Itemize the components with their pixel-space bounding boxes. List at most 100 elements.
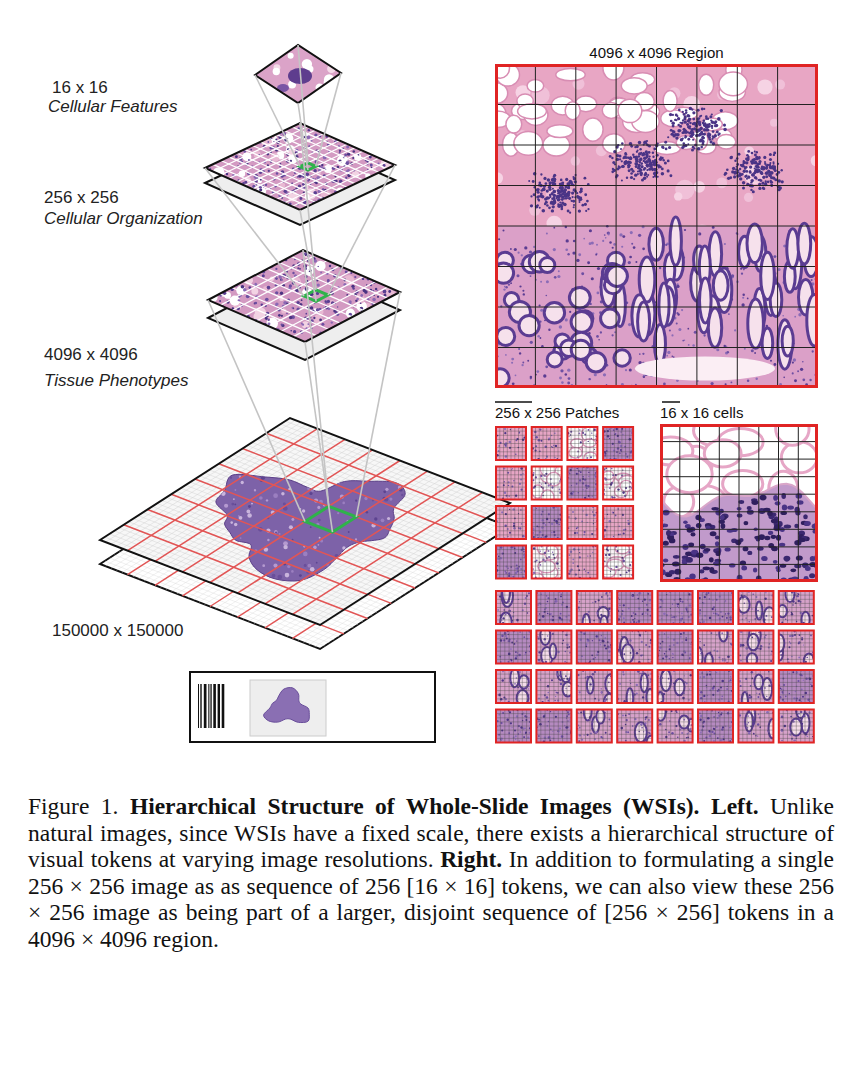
nucleus-dot [244, 258, 248, 262]
tissue-dot [275, 531, 277, 533]
nucleus-dot [243, 254, 245, 256]
thumbnail-tissue [264, 688, 310, 723]
nucleus-dot [305, 254, 307, 256]
tissue-dot [172, 536, 174, 538]
tissue-dot [185, 527, 188, 530]
tissue-dot [201, 451, 204, 454]
tissue-dot [99, 526, 103, 530]
tissue-dot [374, 432, 378, 436]
stroma-blob [322, 90, 330, 98]
nucleus-dot [246, 143, 248, 145]
tissue-dot [203, 430, 207, 434]
tissue-dot [141, 563, 145, 567]
tissue-dot [394, 473, 397, 476]
projection-line [305, 342, 333, 532]
tissue-dot [279, 430, 281, 432]
nucleus-dot [254, 283, 257, 286]
tissue-dot [194, 513, 197, 516]
tissue-dot [170, 446, 173, 449]
stroma-blob [207, 328, 216, 337]
nucleus-dot [381, 195, 383, 197]
nucleus-dot [366, 270, 368, 272]
nucleus-dot [367, 196, 369, 198]
nucleus-dot [236, 256, 238, 258]
tissue-dot [184, 435, 188, 439]
nucleus-dot [230, 252, 234, 256]
nucleus-dot [251, 340, 255, 344]
projection-line [255, 75, 300, 167]
tissue-dot [297, 424, 300, 427]
nucleus-dot [240, 319, 243, 322]
nucleus-dot [327, 206, 329, 208]
tissue-dot [435, 538, 439, 542]
nucleus-dot [206, 143, 210, 147]
tissue-dot [381, 518, 385, 522]
nucleus-dot [319, 209, 321, 211]
tissue-dot [337, 481, 340, 484]
tissue-dot [190, 437, 194, 441]
nucleus-dot [219, 317, 223, 321]
nucleus-dot [339, 326, 341, 328]
tissue-dot [122, 588, 125, 591]
nucleus-dot [381, 196, 383, 198]
tissue-dot [147, 553, 149, 555]
nucleus-dot [267, 286, 271, 290]
nucleus-dot [246, 191, 249, 194]
nucleus-dot [388, 324, 391, 327]
nucleus-dot [208, 205, 211, 208]
nucleus-dot [339, 150, 341, 152]
tissue-dot [461, 536, 463, 538]
nucleus-dot [291, 307, 293, 309]
nucleus-dot [316, 308, 319, 311]
tissue-dot [354, 617, 357, 620]
tissue-dot [440, 598, 443, 601]
tissue-dot [272, 588, 276, 592]
nucleus-dot [387, 250, 389, 252]
tissue-dot [266, 586, 268, 588]
tissue-dot [214, 605, 218, 609]
nucleus-dot [327, 255, 329, 257]
nucleus-dot [243, 277, 245, 279]
nucleus-dot [266, 135, 268, 137]
tissue-dot [448, 548, 452, 552]
nucleus-dot [236, 146, 238, 148]
tissue-dot [449, 509, 452, 512]
tissue-dot [251, 503, 253, 505]
nucleus-dot [313, 317, 315, 319]
nucleus-dot [210, 293, 212, 295]
tissue-dot [144, 419, 149, 424]
tissue-dot [293, 449, 296, 452]
nucleus-dot [321, 323, 324, 326]
tissue-dot [467, 452, 469, 454]
tissue-dot [272, 621, 275, 624]
nucleus-dot [319, 123, 323, 127]
tissue-dot [195, 537, 198, 540]
nucleus-dot [381, 254, 384, 257]
nucleus-dot [229, 323, 231, 325]
tissue-dot [383, 608, 387, 612]
tissue-dot [106, 616, 110, 620]
nucleus-dot [366, 311, 369, 314]
nucleus-dot [211, 273, 215, 277]
nucleus-dot [232, 150, 234, 152]
tissue-dot [279, 533, 281, 535]
tissue-dot [387, 538, 391, 542]
tissue-dot [112, 600, 115, 603]
patch-layer [203, 118, 396, 225]
slide-layer [99, 416, 511, 649]
tissue-dot [337, 512, 339, 514]
tissue-dot [377, 469, 380, 472]
nucleus-dot [383, 199, 385, 201]
tissue-dot [102, 482, 104, 484]
tissue-dot [203, 539, 206, 542]
tissue-dot [318, 544, 320, 546]
nucleus-dot [210, 327, 213, 330]
tissue-dot [282, 595, 286, 599]
nucleus-dot [238, 141, 240, 143]
tissue-dot [272, 433, 274, 435]
tissue-dot [214, 517, 217, 520]
nucleus-dot [231, 320, 233, 322]
tissue-dot [469, 442, 471, 444]
tissue-dot [382, 609, 385, 612]
tissue-dot [161, 566, 165, 570]
